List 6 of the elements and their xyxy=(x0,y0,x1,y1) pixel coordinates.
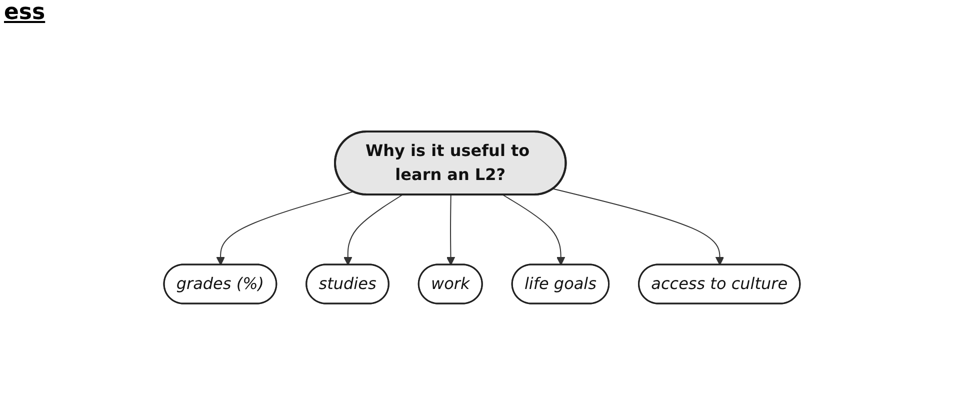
title: ess xyxy=(4,0,46,25)
arrow xyxy=(502,194,566,266)
arrow xyxy=(446,194,456,266)
arrow xyxy=(552,188,724,266)
arrow xyxy=(216,191,354,266)
arrow xyxy=(344,194,403,266)
